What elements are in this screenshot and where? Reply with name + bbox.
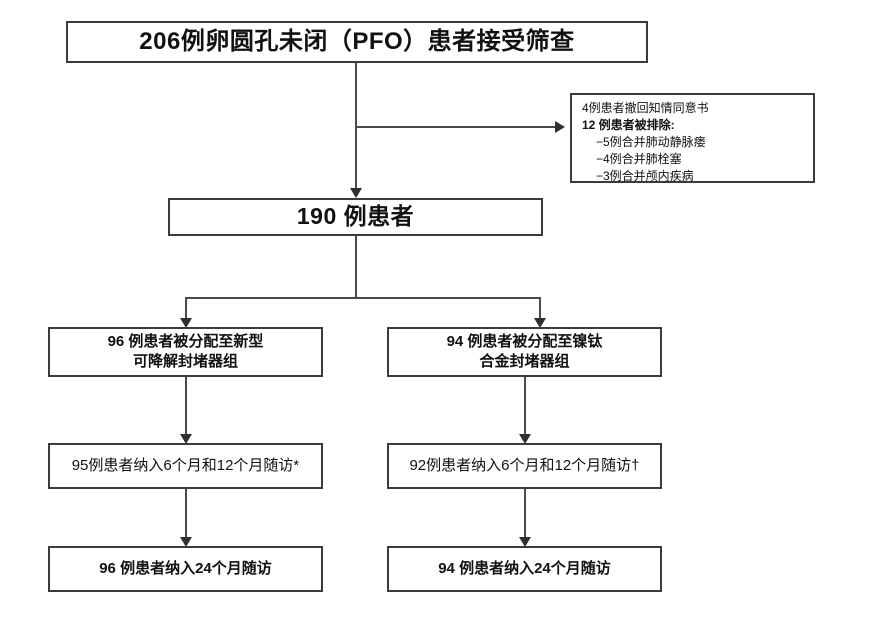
connector-split-right [539,297,541,323]
group-right-line2: 合金封堵器组 [479,353,570,370]
connector-split-left [185,297,187,323]
group-box-nitinol: 94 例患者被分配至镍钛 合金封堵器组 [387,327,662,377]
exclusion-line-pulmonary-embolism: −4例合并肺栓塞 [596,152,682,167]
followup-left-label: 95例患者纳入6个月和12个月随访* [71,456,300,474]
arrow-to-group-right [534,318,546,328]
final-right-label: 94 例患者纳入24个月随访 [438,559,611,577]
connector-followup-left-to-final [185,489,187,541]
arrow-group-left-to-followup [180,434,192,444]
arrow-group-right-to-followup [519,434,531,444]
arrow-screened-to-total [350,188,362,198]
exclusion-line-pulmonary-av-fistula: −5例合并肺动静脉瘘 [596,135,706,150]
arrow-to-exclusion [555,121,565,133]
group-left-line2: 可降解封堵器组 [132,353,238,370]
group-box-biodegradable: 96 例患者被分配至新型 可降解封堵器组 [48,327,323,377]
exclusion-box: 4例患者撤回知情同意书 12 例患者被排除: −5例合并肺动静脉瘘 −4例合并肺… [570,93,815,183]
arrow-followup-left-to-final [180,537,192,547]
connector-group-right-to-followup [524,377,526,439]
arrow-to-group-left [180,318,192,328]
final-followup-box-right: 94 例患者纳入24个月随访 [387,546,662,592]
exclusion-line-excluded-count: 12 例患者被排除: [582,118,675,133]
exclusion-line-intracranial-disease: −3例合并颅内疾病 [596,169,694,184]
exclusion-line-withdrew: 4例患者撤回知情同意书 [582,101,709,115]
connector-screened-to-total [355,63,357,193]
group-right-line1: 94 例患者被分配至镍钛 [446,332,603,350]
final-followup-box-left: 96 例患者纳入24个月随访 [48,546,323,592]
followup-box-left: 95例患者纳入6个月和12个月随访* [48,443,323,489]
enrolled-patients-label: 190 例患者 [296,203,415,230]
connector-to-exclusion [355,126,555,128]
screened-patients-label: 206例卵圆孔未闭（PFO）患者接受筛查 [139,27,575,55]
screened-patients-box: 206例卵圆孔未闭（PFO）患者接受筛查 [66,21,648,63]
followup-box-right: 92例患者纳入6个月和12个月随访† [387,443,662,489]
final-left-label: 96 例患者纳入24个月随访 [99,559,272,577]
group-left-line1: 96 例患者被分配至新型 [107,332,264,350]
connector-randomization-split [185,297,541,299]
arrow-followup-right-to-final [519,537,531,547]
followup-right-label: 92例患者纳入6个月和12个月随访† [409,456,640,474]
connector-total-down [355,236,357,298]
connector-group-left-to-followup [185,377,187,439]
connector-followup-right-to-final [524,489,526,541]
enrolled-patients-box: 190 例患者 [168,198,543,236]
